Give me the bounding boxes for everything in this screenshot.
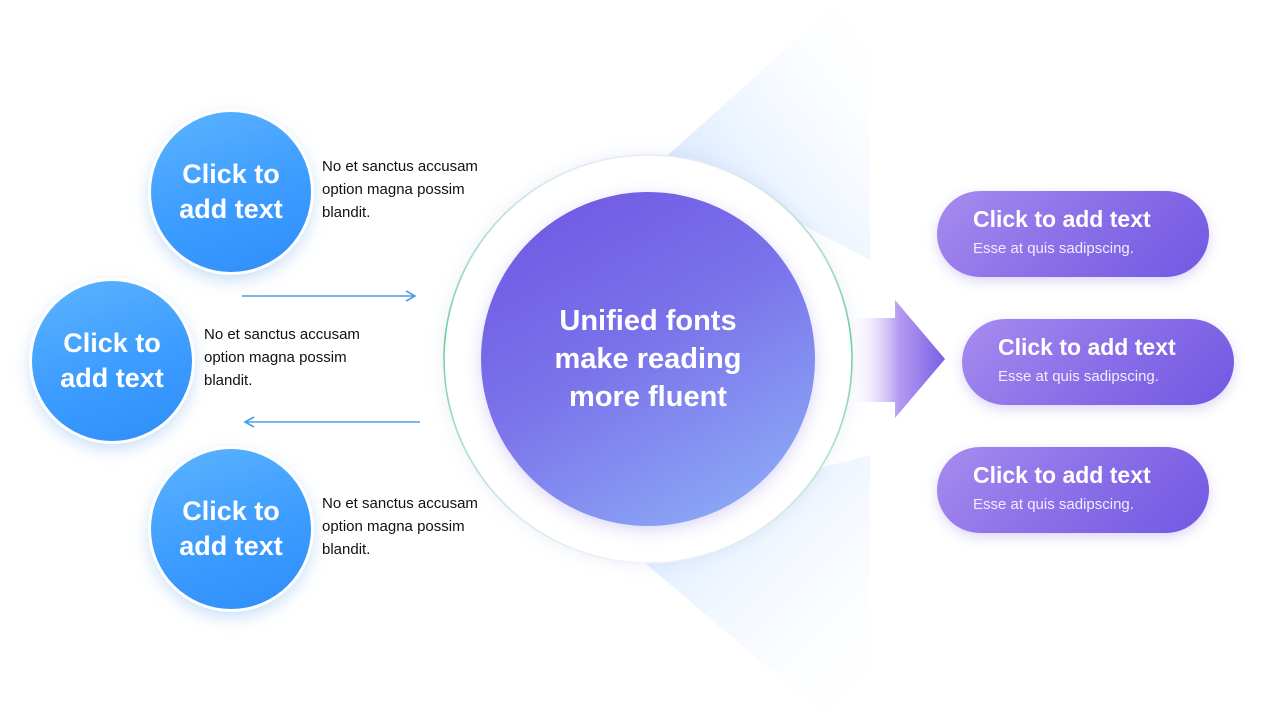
left-circle-3-text: Click to add text xyxy=(179,496,283,561)
left-desc-3: No et sanctus accusam option magna possi… xyxy=(322,495,478,558)
left-desc-2: No et sanctus accusam option magna possi… xyxy=(204,326,360,389)
right-pill-1-subtitle: Esse at quis sadipscing. xyxy=(973,240,1134,257)
left-circle-2-text: Click to add text xyxy=(60,328,164,393)
left-circle-1[interactable]: Click to add text xyxy=(151,112,311,272)
left-circle-2[interactable]: Click to add text xyxy=(32,281,192,441)
left-circle-3[interactable]: Click to add text xyxy=(151,449,311,609)
right-pill-1-title: Click to add text xyxy=(973,206,1151,232)
left-circle-1-text: Click to add text xyxy=(179,159,283,224)
arrow-left-connector xyxy=(243,416,420,428)
left-desc-1: No et sanctus accusam option magna possi… xyxy=(322,158,478,221)
right-pill-2-subtitle: Esse at quis sadipscing. xyxy=(998,368,1159,385)
right-pill-2[interactable]: Click to add text Esse at quis sadipscin… xyxy=(962,319,1234,405)
center-circle[interactable]: Unified fonts make reading more fluent xyxy=(481,192,815,526)
right-pill-3[interactable]: Click to add text Esse at quis sadipscin… xyxy=(937,447,1209,533)
right-pill-3-title: Click to add text xyxy=(973,462,1151,488)
right-pill-3-subtitle: Esse at quis sadipscing. xyxy=(973,496,1134,513)
arrow-right-connector xyxy=(242,290,417,302)
big-arrow xyxy=(852,300,945,418)
center-text: Unified fonts make reading more fluent xyxy=(554,305,742,413)
right-pill-1[interactable]: Click to add text Esse at quis sadipscin… xyxy=(937,191,1209,277)
right-pill-2-title: Click to add text xyxy=(998,334,1176,360)
